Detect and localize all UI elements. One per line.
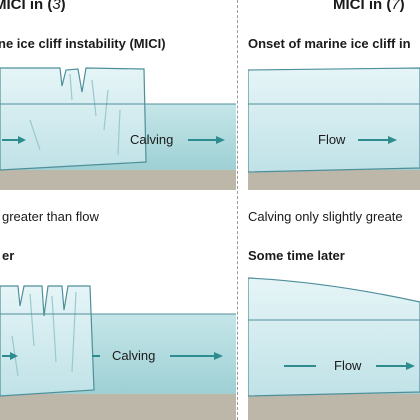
right-title-prefix: MICI in ( — [333, 0, 392, 13]
flow-arrow — [358, 136, 397, 144]
right-caption: Calving only slightly greate — [248, 209, 403, 224]
right-top-ice-diagram: Flow — [248, 67, 420, 190]
calving-arrow — [188, 136, 225, 144]
flow-arrow — [2, 136, 26, 144]
right-title-suffix: ) — [399, 0, 405, 13]
ice-sheet — [0, 67, 147, 171]
left-title-suffix: ) — [60, 0, 66, 13]
left-title-prefix: MICI in ( — [0, 0, 53, 13]
left-bottom-ice-diagram: Calving — [0, 285, 236, 420]
seabed — [248, 394, 420, 420]
ice-sheet — [0, 285, 95, 397]
left-top-ice-diagram: Calving — [0, 67, 236, 190]
right-bottom-ice-diagram: Flow — [248, 277, 420, 420]
flow-arrow — [2, 352, 18, 360]
flow-arrow — [376, 362, 415, 370]
left-title-ref: 3 — [52, 0, 61, 13]
seabed — [0, 394, 236, 420]
flow-label: Flow — [334, 358, 362, 373]
seabed — [0, 170, 236, 190]
right-column-title: MICI in (7) — [333, 0, 405, 13]
right-title-ref: 7 — [391, 0, 400, 13]
calving-label: Calving — [130, 132, 173, 147]
ice-sheet — [248, 277, 420, 397]
left-bottom-panel-title: er — [2, 248, 15, 263]
left-column-title: MICI in (3) — [0, 0, 66, 13]
calving-label: Calving — [112, 348, 155, 363]
left-caption: greater than flow — [2, 209, 99, 224]
right-top-panel-title: Onset of marine ice cliff in — [248, 36, 411, 51]
seabed — [248, 170, 420, 190]
ice-cracks — [29, 73, 121, 156]
column-divider — [237, 0, 238, 420]
calving-arrow — [170, 352, 223, 360]
left-top-panel-title: ne ice cliff instability (MICI) — [0, 36, 166, 51]
flow-label: Flow — [318, 132, 346, 147]
ice-sheet — [248, 67, 420, 173]
right-bottom-panel-title: Some time later — [248, 248, 345, 263]
ice-cracks — [11, 291, 77, 377]
